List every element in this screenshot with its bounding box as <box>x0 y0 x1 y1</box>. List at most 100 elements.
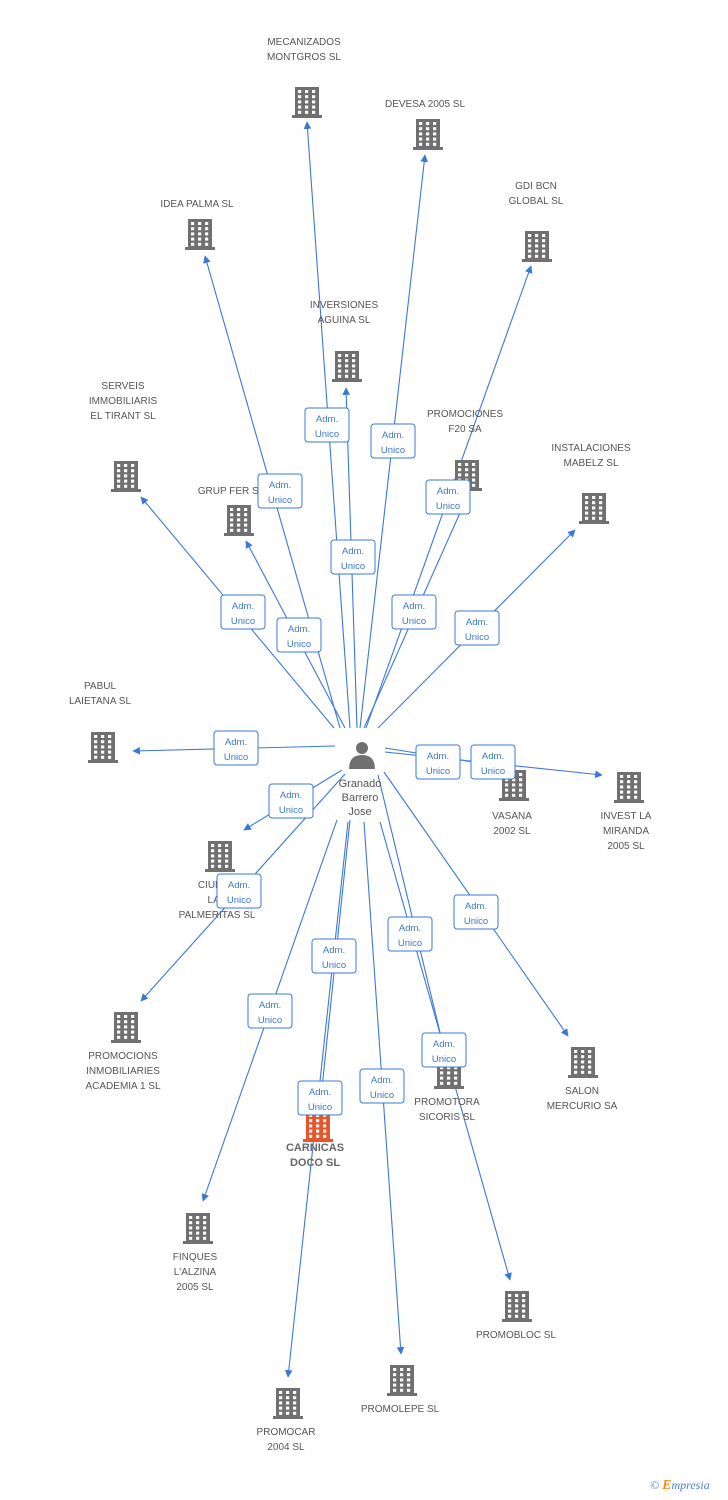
company-node[interactable]: INSTALACIONES MABELZ SL <box>551 443 631 524</box>
edge-15 <box>377 774 447 1050</box>
company-node[interactable]: DEVESA 2005 SL <box>385 99 465 150</box>
role-text: Adm. <box>342 546 364 557</box>
role-label[interactable]: Adm. Unico <box>421 1032 467 1068</box>
company-name-line: EL TIRANT SL <box>90 411 156 422</box>
company-name-line: MONTGROS SL <box>267 52 341 63</box>
building-icon[interactable] <box>273 1388 303 1419</box>
company-name-line: AGUINA SL <box>318 315 371 326</box>
role-text: Unico <box>231 616 255 627</box>
role-text: Adm. <box>482 751 504 762</box>
role-label[interactable]: Adm.Unico <box>304 407 350 443</box>
role-text: Unico <box>341 561 365 572</box>
role-label[interactable]: Adm.Unico <box>268 783 314 819</box>
company-node[interactable]: PROMOBLOC SL <box>476 1291 556 1341</box>
role-text: Adm. <box>232 601 254 612</box>
building-icon[interactable] <box>502 1291 532 1322</box>
building-icon[interactable] <box>303 1111 333 1142</box>
person-name-line: Jose <box>348 806 371 818</box>
building-icon[interactable] <box>387 1365 417 1396</box>
brand-footer[interactable]: © Empresia <box>650 1478 710 1494</box>
role-label[interactable]: Adm.Unico <box>391 594 437 630</box>
company-node[interactable]: PABUL LAIETANA SL <box>69 681 132 763</box>
company-name-line: ACADEMIA 1 SL <box>85 1081 160 1092</box>
company-name-line: IDEA PALMA SL <box>160 199 234 210</box>
role-label[interactable]: Adm.Unico <box>297 1080 343 1116</box>
role-label[interactable]: Adm.Unico <box>370 423 416 459</box>
role-label[interactable]: Adm.Unico <box>247 993 293 1029</box>
building-icon[interactable] <box>111 461 141 492</box>
building-icon[interactable] <box>185 219 215 250</box>
company-name-line: DEVESA 2005 SL <box>385 99 465 110</box>
company-name-line: GLOBAL SL <box>509 196 564 207</box>
building-icon[interactable] <box>413 119 443 150</box>
company-name-line: INSTALACIONES <box>551 443 631 454</box>
building-icon[interactable] <box>88 732 118 763</box>
company-name-line: PROMOCAR <box>257 1427 316 1438</box>
building-icon[interactable] <box>522 231 552 262</box>
company-name-line: MECANIZADOS <box>267 37 341 48</box>
role-label[interactable]: Adm. Unico <box>276 617 322 653</box>
role-label[interactable]: Adm.Unico <box>453 894 499 930</box>
company-node[interactable]: PROMOLEPE SL <box>361 1365 440 1415</box>
company-name-line: MERCURIO SA <box>547 1101 618 1112</box>
role-text: Unico <box>287 639 311 650</box>
building-icon[interactable] <box>579 493 609 524</box>
role-text: Unico <box>465 632 489 643</box>
company-name-line: FINQUES <box>173 1252 218 1263</box>
company-node[interactable]: PROMOCIONS INMOBILIARIES ACADEMIA 1 SL <box>85 1012 161 1092</box>
role-text: Adm. <box>437 486 459 497</box>
company-name-line: LAIETANA SL <box>69 696 132 707</box>
company-name-line: PABUL <box>84 681 116 692</box>
role-label[interactable]: Adm.Unico <box>216 873 262 909</box>
role-text: Unico <box>432 1054 456 1065</box>
building-icon[interactable] <box>292 87 322 118</box>
role-label[interactable]: Adm.Unico <box>387 916 433 952</box>
company-name-line: MABELZ SL <box>563 458 618 469</box>
company-name-line: INVEST LA <box>601 811 652 822</box>
company-node[interactable]: MECANIZADOS MONTGROS SL <box>267 37 341 118</box>
building-icon[interactable] <box>183 1213 213 1244</box>
role-label[interactable]: Adm. Unico <box>454 610 500 646</box>
company-name-line: VASANA <box>492 811 532 822</box>
building-icon[interactable] <box>111 1012 141 1043</box>
role-label[interactable]: Adm.Unico <box>257 473 303 509</box>
role-label[interactable]: Adm.Unico <box>213 730 259 766</box>
company-name-line: PROMOCIONES <box>427 409 503 420</box>
company-node[interactable]: IDEA PALMA SL <box>160 199 234 250</box>
company-name-line: GRUP FER SL <box>198 486 265 497</box>
building-icon[interactable] <box>332 351 362 382</box>
company-name-line: 2005 SL <box>176 1282 214 1293</box>
role-text: Adm. <box>382 430 404 441</box>
role-label[interactable]: Adm.Unico <box>425 479 471 515</box>
role-label[interactable]: Adm.Unico <box>359 1068 405 1104</box>
role-text: Adm. <box>466 617 488 628</box>
role-label[interactable]: Adm.Unico <box>311 938 357 974</box>
building-icon[interactable] <box>614 772 644 803</box>
role-text: Adm. <box>433 1039 455 1050</box>
building-icon[interactable] <box>224 505 254 536</box>
role-label[interactable]: Adm. Unico <box>330 539 376 575</box>
building-icon[interactable] <box>205 841 235 872</box>
building-icon[interactable] <box>568 1047 598 1078</box>
role-label[interactable]: Adm.Unico <box>470 744 516 780</box>
role-label[interactable]: Adm. Unico <box>220 594 266 630</box>
company-name-line: PROMOCIONS <box>88 1051 158 1062</box>
role-text: Unico <box>322 960 346 971</box>
company-node[interactable]: GRUP FER SL <box>198 486 265 536</box>
role-text: Adm. <box>288 624 310 635</box>
person-name-line: Barrero <box>342 792 379 804</box>
role-label[interactable]: Adm.Unico <box>415 744 461 780</box>
company-name-line: INMOBILIARIES <box>86 1066 160 1077</box>
